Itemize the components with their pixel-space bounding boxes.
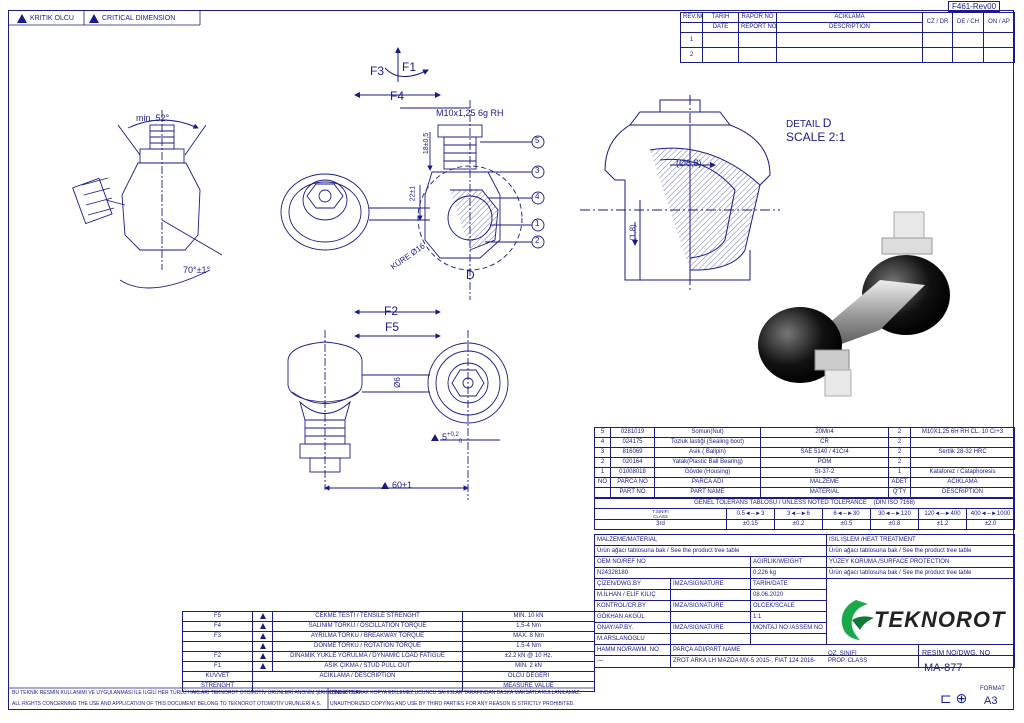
force-symbols-top	[354, 47, 441, 98]
form-code: F461-Rev00	[948, 1, 1001, 12]
critical-label-tr: KRITIK OLCU	[30, 15, 74, 22]
balloon-3: 3	[535, 166, 540, 175]
angle-70: 70°±1°	[183, 265, 211, 275]
balloon-2: 2	[535, 236, 540, 245]
force-f4: F4	[390, 89, 405, 103]
critical-label-en: CRITICAL DIMENSION	[102, 15, 176, 22]
balloons	[480, 135, 545, 249]
force-f3: F3	[370, 64, 385, 78]
product-render	[758, 211, 950, 397]
force-f1: F1	[402, 60, 417, 74]
front-view	[280, 100, 523, 300]
top-view	[287, 309, 509, 500]
format-value: A3	[984, 695, 998, 707]
footer-warning-en: UNAUTHORIZED COPYING AND USE BY THIRD PA…	[330, 701, 575, 707]
detail-section	[580, 95, 780, 290]
tolerance-table: GENEL TOLERANS TABLOSU / UNLESS NOTED TO…	[593, 498, 1016, 530]
critical-triangle-icon	[89, 13, 99, 23]
footer-warning-tr: İZİNSİZ OLARAK KOPYA EDİLEMEZ,UCUNCU SAH…	[330, 690, 581, 696]
dim-5: 5+0,20	[428, 432, 462, 445]
angle-min: min. 52°	[136, 113, 170, 123]
drawing-frame	[8, 10, 1014, 710]
revision-table: REV.NO TARIH RAPOR NO ACIKLAMA CZ / DR D…	[680, 12, 1015, 63]
balloon-4: 4	[535, 192, 540, 201]
balloon-1: 1	[535, 219, 540, 228]
balloon-5: 5	[535, 136, 540, 145]
drawing-no-label: RESİM NO/DWG. NO	[922, 650, 991, 657]
critical-legend-en: CRITICAL DIMENSION	[86, 12, 175, 25]
format-label: FORMAT	[980, 686, 1005, 692]
critical-legend-tr: KRITIK OLCU	[14, 12, 74, 25]
force-f2: F2	[384, 304, 399, 318]
dim-60: 60±1	[378, 480, 412, 490]
critical-triangle-icon	[17, 13, 27, 23]
footer-copyright-tr: BU TEKNİK RESMİN KULLANIMI VE UYGULANMAS…	[12, 690, 361, 696]
footer-copyright-en: ALL RIGHTS CONCERNING THE USE AND APPLIC…	[12, 701, 322, 707]
projection-symbol-icon: ⊏ ⊕	[940, 690, 968, 706]
detail-diameter: (Ø8,8)	[676, 158, 702, 168]
drawing-no: MA-877	[924, 662, 963, 674]
force-f5: F5	[385, 320, 400, 334]
side-view-left	[72, 110, 223, 289]
teknorot-logo: TEKNOROT	[874, 607, 1006, 632]
thread-spec: M10x1,25 6g RH	[436, 108, 504, 118]
detail-marker: D	[466, 268, 475, 282]
